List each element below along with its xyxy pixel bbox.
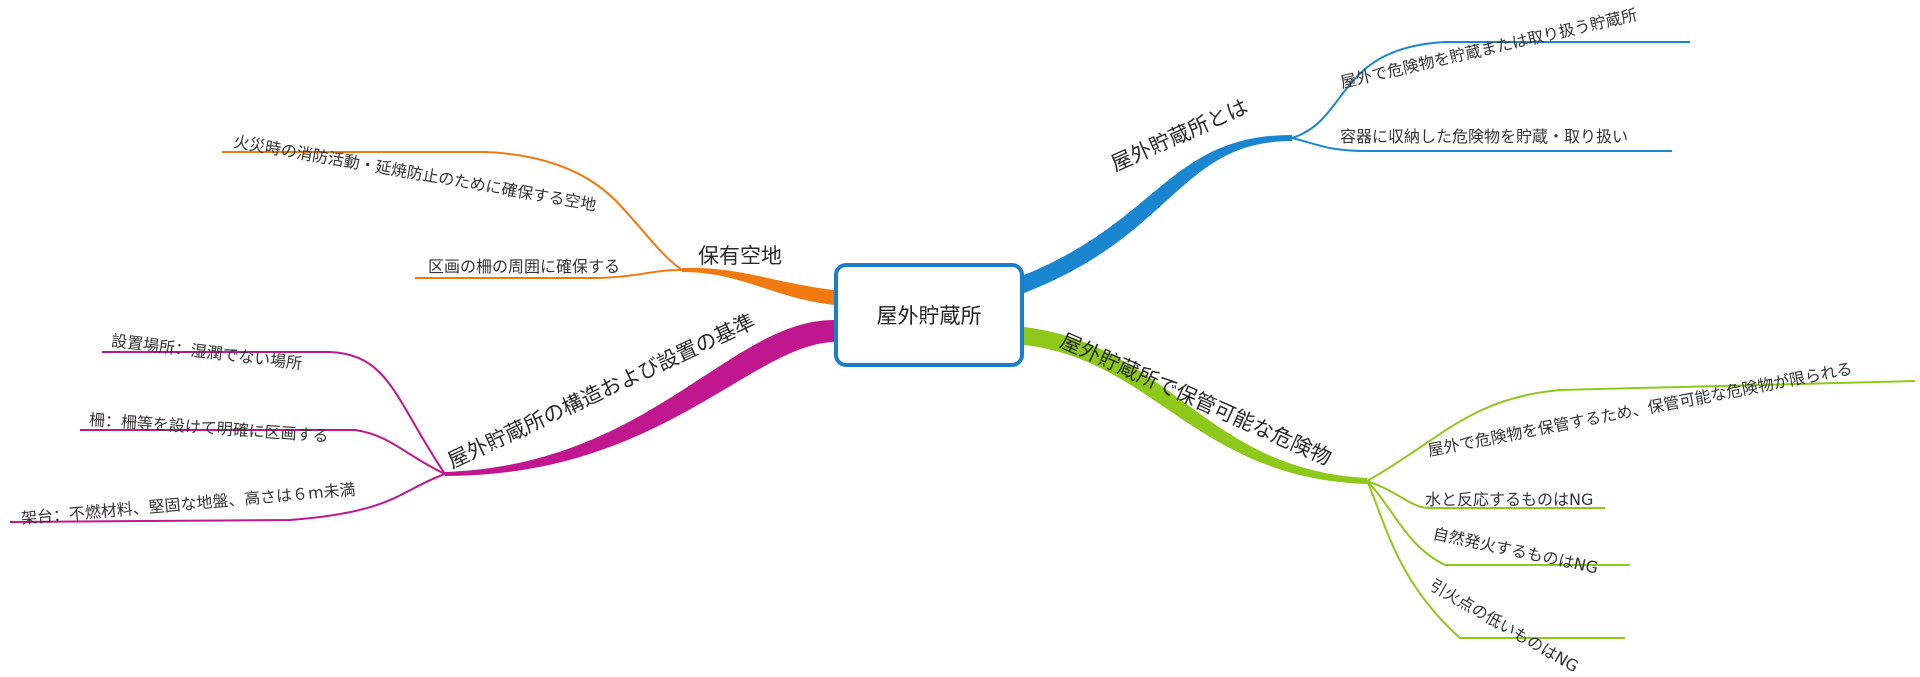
sub-connector [222,151,683,271]
center-node[interactable]: 屋外貯蔵所 [834,263,1024,367]
mindmap-connectors [9,41,1916,639]
sub-connector [1366,480,1625,639]
sub-connector [1291,137,1672,152]
sub-connector [415,269,683,279]
sub-connector [1291,41,1690,139]
leaf-storable-2[interactable]: 水と反応するものはNG [1425,490,1594,509]
sub-connector [1366,480,1630,566]
branch-connector-definition [1024,135,1292,293]
branch-connector-open-space [682,267,834,305]
leaf-open-space-2[interactable]: 区画の柵の周囲に確保する [428,257,621,276]
sub-connector [1366,380,1916,482]
center-node-label: 屋外貯蔵所 [876,304,982,328]
sub-connector [102,351,446,475]
sub-connector [80,429,446,475]
sub-connector [9,473,446,523]
branch-connector-structure [445,320,834,476]
leaf-definition-2[interactable]: 容器に収納した危険物を貯蔵・取り扱い [1340,127,1629,146]
branch-label-open-space[interactable]: 保有空地 [698,244,782,268]
sub-connector [1366,480,1605,509]
branch-connector-storable [1024,327,1367,484]
